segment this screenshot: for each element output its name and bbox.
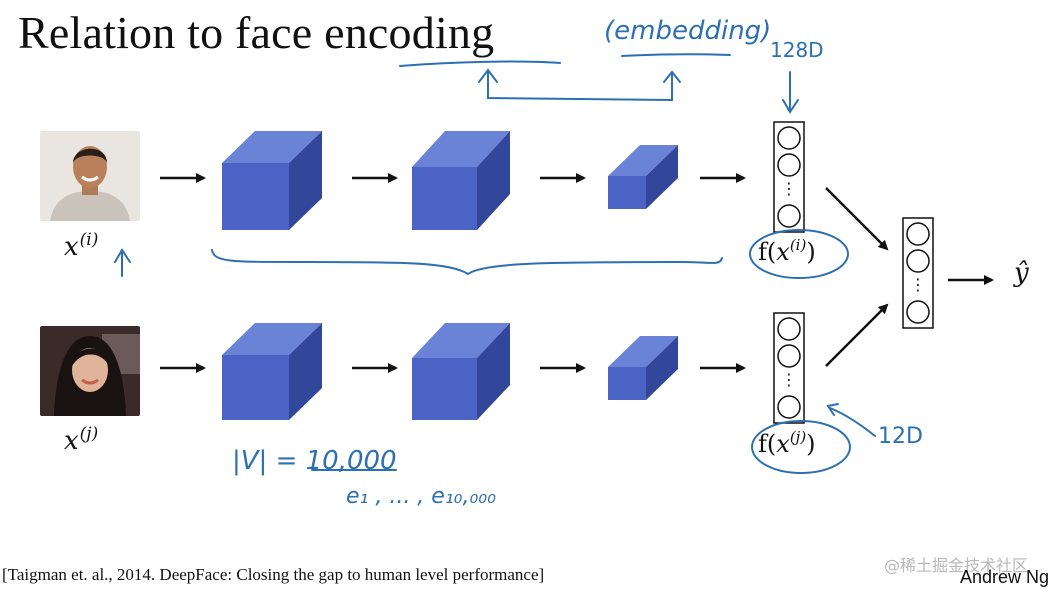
cube-top-3 [608, 145, 678, 209]
annotation-circle-fxj [751, 420, 851, 474]
arrow-merge-bottom [825, 303, 889, 367]
annotation-up-arrow-left [478, 68, 498, 83]
cube-bottom-2 [412, 323, 510, 420]
ellipsis-output: ⋮ [910, 275, 926, 294]
input-label-i: x(i) [64, 230, 99, 262]
ellipsis-top: ⋮ [781, 179, 797, 198]
ellipsis-bottom: ⋮ [781, 370, 797, 389]
encoding-label-j: f(x(j)) [758, 428, 816, 458]
cube-top-2 [412, 131, 510, 230]
input-label-j: x(j) [64, 424, 99, 456]
annotation-brace [211, 249, 723, 276]
author-name: Andrew Ng [960, 567, 1050, 587]
annotation-link-bracket [487, 71, 673, 102]
annotation-12d: 12D [878, 424, 923, 449]
arrow-merge-top [825, 187, 889, 251]
encoding-vector-top [773, 121, 805, 233]
annotation-128d: 128D [770, 38, 824, 62]
cube-bottom-1 [222, 323, 322, 420]
encoding-vector-bottom [773, 312, 805, 424]
annotation-vocab: |V| = 10,000 [232, 446, 397, 476]
output-vector [902, 217, 934, 329]
annotation-up-arrow-right [663, 70, 681, 83]
output-label: ŷ [1014, 258, 1029, 288]
person-photo-man [40, 131, 140, 221]
annotation-underline-encoding [399, 60, 561, 67]
annotation-basis: e₁ , ... , e₁₀,₀₀₀ [346, 484, 496, 509]
annotation-circle-fxi [749, 229, 849, 279]
citation: [Taigman et. al., 2014. DeepFace: Closin… [2, 565, 545, 584]
cube-bottom-3 [608, 336, 678, 400]
annotation-embedding: (embedding) [604, 16, 772, 46]
slide-title: Relation to face encoding [18, 7, 495, 58]
person-photo-woman [40, 326, 140, 416]
annotation-arrow-12d [829, 407, 876, 437]
annotation-underline-embedding [621, 53, 731, 57]
encoding-label-i: f(x(i)) [758, 236, 816, 266]
cube-top-1 [222, 131, 322, 230]
watermark: @稀土掘金技术社区 [884, 556, 1029, 575]
